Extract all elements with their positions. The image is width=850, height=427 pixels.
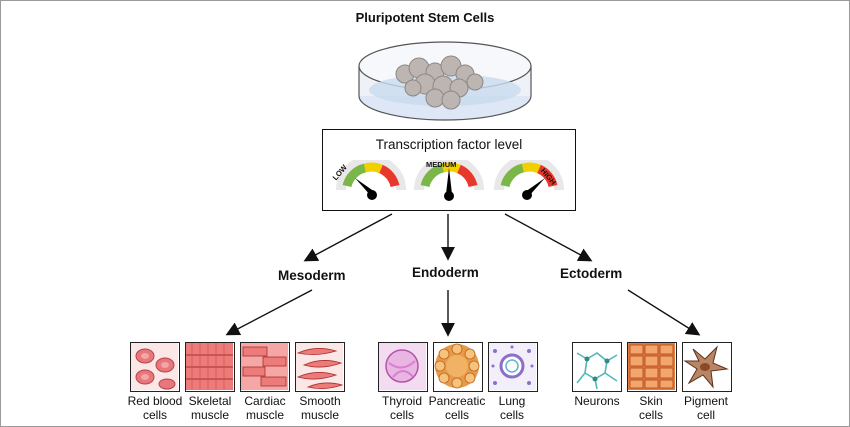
pancreatic-cells-image xyxy=(433,342,483,392)
gauge-medium-icon xyxy=(414,160,484,201)
arrow-to-mesoderm xyxy=(303,213,393,262)
germ-layer-endoderm: Endoderm xyxy=(412,265,479,280)
skin-cells-image xyxy=(627,342,677,392)
stem-cell-cluster xyxy=(395,55,484,110)
red-blood-cells-image xyxy=(130,342,180,392)
arrow-to-ectoderm xyxy=(504,213,593,262)
smooth-muscle-image xyxy=(295,342,345,392)
germ-layer-mesoderm: Mesoderm xyxy=(278,268,346,283)
cardiac-muscle-image xyxy=(240,342,290,392)
diagram-title: Pluripotent Stem Cells xyxy=(355,10,495,25)
gauge-medium-label: MEDIUM xyxy=(426,160,457,169)
pigment-cell-image xyxy=(682,342,732,392)
skeletal-muscle-image xyxy=(185,342,235,392)
gauge-low-icon xyxy=(336,160,406,200)
thyroid-cells-image xyxy=(378,342,428,392)
germ-layer-ectoderm: Ectoderm xyxy=(560,266,623,281)
transcription-factor-title: Transcription factor level xyxy=(375,137,523,152)
petri-dish xyxy=(358,41,532,121)
neurons-image xyxy=(572,342,622,392)
lung-cells-image xyxy=(488,342,538,392)
caption-neurons: Neurons xyxy=(574,394,620,408)
arrow-mesoderm-cells xyxy=(225,289,313,336)
gauge-high-icon xyxy=(494,160,564,200)
arrow-ectoderm-cells xyxy=(627,289,701,336)
transcription-factor-panel: Transcription factor level LOW MEDIUM HI… xyxy=(322,129,576,211)
